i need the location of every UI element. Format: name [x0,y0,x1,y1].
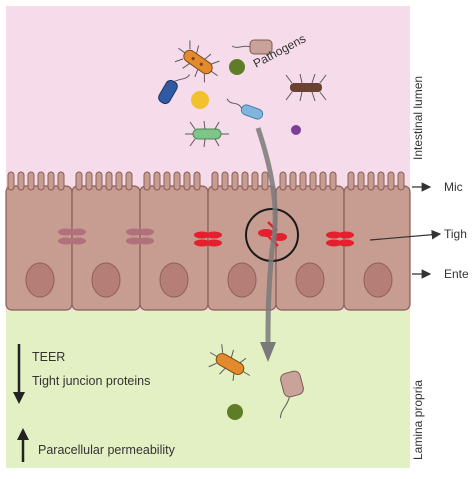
lamina-propria-label: Lamina propria [411,380,425,460]
bacterium-icon [231,39,273,55]
enterocyte-row [5,185,411,311]
invasion-arrow-icon [255,127,278,362]
tight-junction-proteins-label: Tight juncion proteins [32,374,150,388]
bacterium-icon [279,370,304,419]
permeability-increase-arrow-icon [17,428,29,462]
microvilli [7,171,405,191]
bacterium-icon [158,74,191,105]
enterocytes-label: Ente [444,267,469,281]
teer-label: TEER [32,350,65,364]
virus-particle-icon [291,125,301,135]
nucleus [25,262,55,298]
bacterium-icon [226,98,264,120]
paracellular-permeability-label: Paracellular permeability [38,443,176,457]
lamina-propria-region [6,310,410,468]
virus-particle-icon [227,404,243,420]
bacterium-icon [208,344,251,381]
bacterium-icon [174,40,220,83]
tight-junctions-normal [58,228,154,245]
enterocyte-cell [343,185,411,311]
bacterium-icon [285,73,327,102]
nucleus [227,262,257,298]
virus-particle-icon [191,91,209,109]
bacterium-icon [185,120,229,148]
pathogens-cluster [158,39,327,148]
invading-pathogens [208,344,304,420]
tight-junction-pointer-icon [369,229,442,241]
tight-junctions-damaged [194,231,354,247]
nucleus [363,262,393,298]
virus-particle-icon [229,59,245,75]
teer-decrease-arrow-icon [13,344,25,404]
nucleus [295,262,325,298]
intestinal-lumen-label: Intestinal lumen [411,76,425,160]
nucleus [91,262,121,298]
microvilli-label: Mic [444,180,463,194]
nucleus [159,262,189,298]
nuclei [25,262,393,298]
tight-junction-label: Tigh [444,227,467,241]
